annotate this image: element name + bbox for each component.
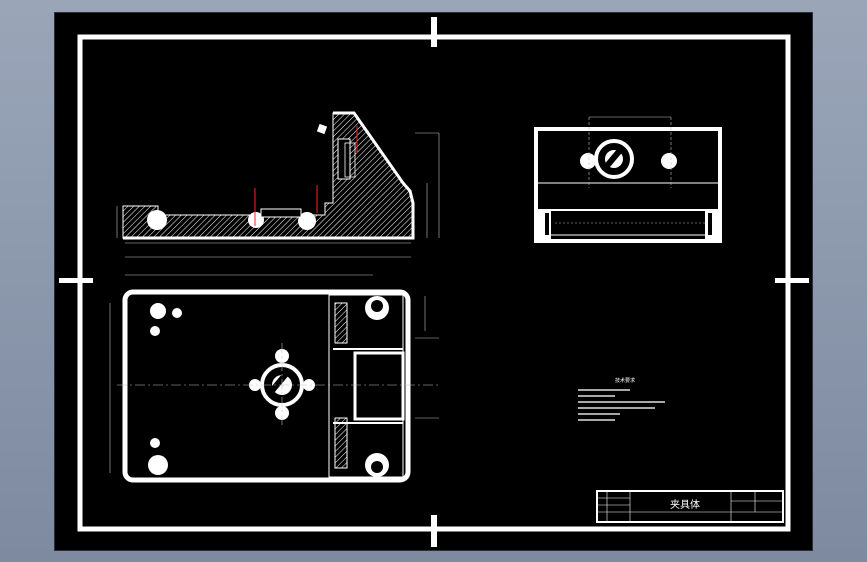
sheet-border bbox=[59, 17, 809, 547]
side-view bbox=[534, 116, 722, 243]
center-mark-left bbox=[59, 278, 93, 283]
top-view bbox=[109, 274, 440, 483]
front-section-view bbox=[116, 111, 440, 258]
center-mark-top bbox=[431, 17, 437, 47]
drawing-sheet: 技术要求 夹具体 bbox=[59, 17, 809, 547]
center-mark-right bbox=[775, 278, 809, 283]
cad-viewport[interactable]: 技术要求 夹具体 bbox=[54, 12, 813, 551]
center-mark-bottom bbox=[431, 515, 437, 547]
part-name: 夹具体 bbox=[670, 498, 700, 511]
tech-requirements-heading: 技术要求 bbox=[615, 377, 635, 384]
title-block: 夹具体 bbox=[596, 490, 784, 523]
tech-requirements: 技术要求 bbox=[578, 377, 665, 421]
